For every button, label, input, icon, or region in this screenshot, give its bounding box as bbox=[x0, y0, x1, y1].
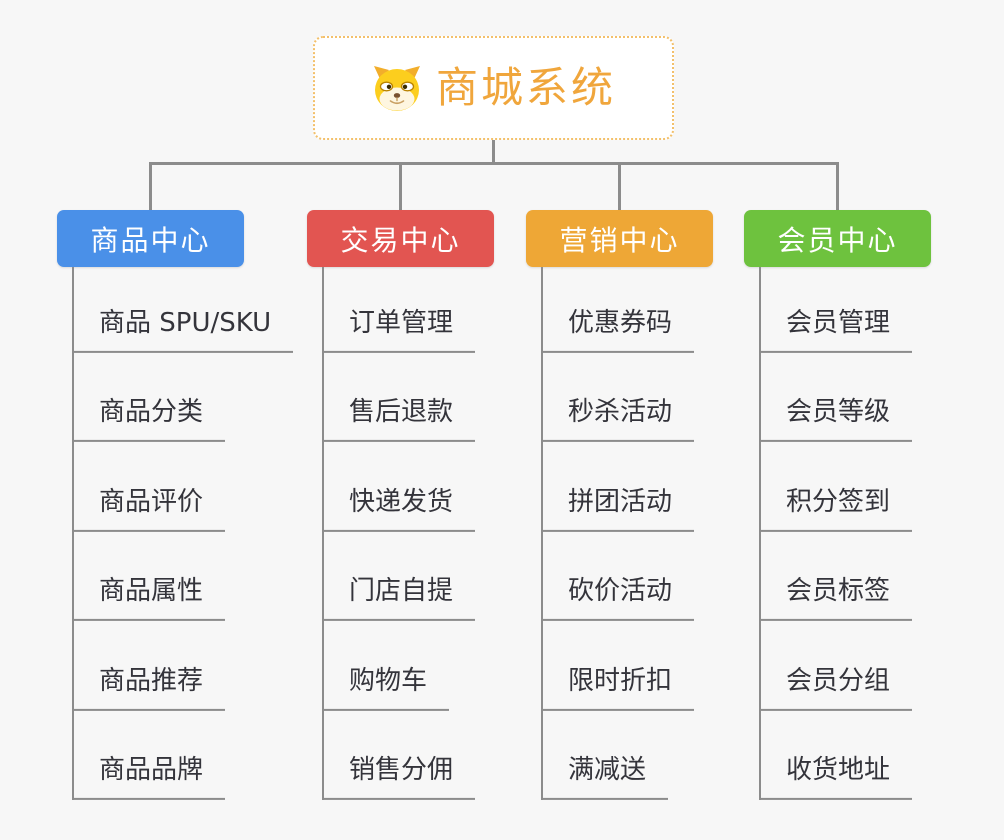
branch-marketing-center: 营销中心 优惠券码 秒杀活动 拼团活动 砍价活动 限时折扣 满减送 bbox=[526, 210, 781, 825]
node-item[interactable]: 售后退款 bbox=[322, 395, 476, 442]
node-item[interactable]: 商品评价 bbox=[72, 485, 226, 532]
connector-spine-member bbox=[759, 267, 761, 800]
node-item[interactable]: 会员管理 bbox=[759, 306, 913, 353]
branch-header-member-center[interactable]: 会员中心 bbox=[744, 210, 931, 267]
connector-drop-marketing bbox=[618, 164, 621, 210]
node-item[interactable]: 限时折扣 bbox=[541, 664, 695, 711]
node-item[interactable]: 秒杀活动 bbox=[541, 395, 695, 442]
connector-spine-trade bbox=[322, 267, 324, 800]
node-item[interactable]: 购物车 bbox=[322, 664, 450, 711]
branch-header-product-center[interactable]: 商品中心 bbox=[57, 210, 244, 267]
connector-spine-marketing bbox=[541, 267, 543, 800]
node-item[interactable]: 砍价活动 bbox=[541, 574, 695, 621]
connector-bus bbox=[149, 162, 839, 165]
connector-drop-trade bbox=[399, 164, 402, 210]
node-item[interactable]: 会员等级 bbox=[759, 395, 913, 442]
branch-product-center: 商品中心 商品 SPU/SKU 商品分类 商品评价 商品属性 商品推荐 商品品牌 bbox=[57, 210, 312, 825]
node-item[interactable]: 积分签到 bbox=[759, 485, 913, 532]
node-item[interactable]: 订单管理 bbox=[322, 306, 476, 353]
connector-spine-product bbox=[72, 267, 74, 800]
node-item[interactable]: 快递发货 bbox=[322, 485, 476, 532]
node-item[interactable]: 门店自提 bbox=[322, 574, 476, 621]
node-item[interactable]: 会员分组 bbox=[759, 664, 913, 711]
node-item[interactable]: 拼团活动 bbox=[541, 485, 695, 532]
connector-drop-member bbox=[836, 164, 839, 210]
doge-dog-icon bbox=[371, 64, 423, 112]
node-item[interactable]: 商品属性 bbox=[72, 574, 226, 621]
node-item[interactable]: 商品 SPU/SKU bbox=[72, 306, 294, 353]
node-item[interactable]: 收货地址 bbox=[759, 753, 913, 800]
node-item[interactable]: 销售分佣 bbox=[322, 753, 476, 800]
connector-root-stem bbox=[492, 140, 495, 165]
node-item[interactable]: 商品品牌 bbox=[72, 753, 226, 800]
root-title: 商城系统 bbox=[435, 63, 616, 112]
root-node[interactable]: 商城系统 bbox=[313, 36, 674, 140]
node-item[interactable]: 优惠券码 bbox=[541, 306, 695, 353]
branch-header-marketing-center[interactable]: 营销中心 bbox=[526, 210, 713, 267]
connector-drop-product bbox=[149, 164, 152, 210]
node-item[interactable]: 满减送 bbox=[541, 753, 669, 800]
branch-trade-center: 交易中心 订单管理 售后退款 快递发货 门店自提 购物车 销售分佣 bbox=[307, 210, 562, 825]
node-item[interactable]: 商品推荐 bbox=[72, 664, 226, 711]
branch-member-center: 会员中心 会员管理 会员等级 积分签到 会员标签 会员分组 收货地址 bbox=[744, 210, 999, 825]
branch-header-trade-center[interactable]: 交易中心 bbox=[307, 210, 494, 267]
node-item[interactable]: 商品分类 bbox=[72, 395, 226, 442]
node-item[interactable]: 会员标签 bbox=[759, 574, 913, 621]
